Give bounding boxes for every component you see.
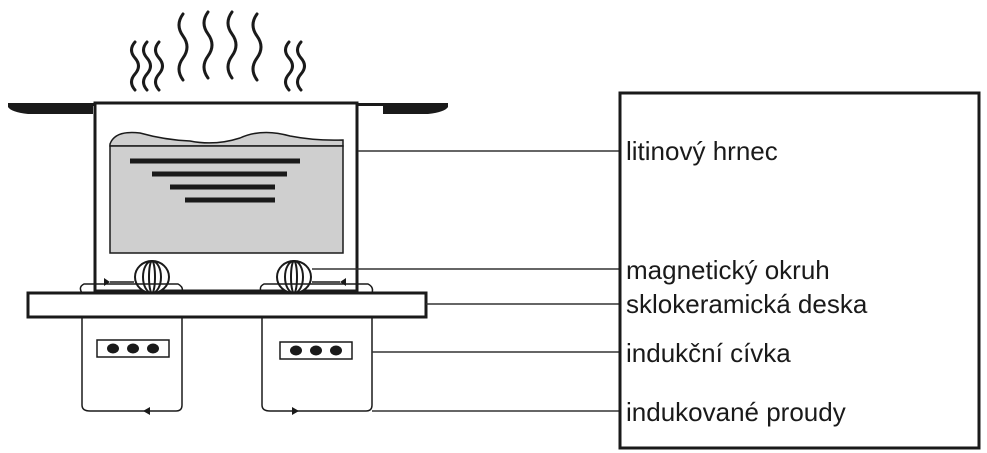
- label-induced-currents: indukované proudy: [626, 397, 846, 427]
- steam-wave: [142, 40, 152, 92]
- magnetic-circuit-loop-right: [276, 260, 312, 294]
- induction-coil-right: [279, 341, 353, 360]
- glass-ceramic-plate: [26, 291, 428, 319]
- induced-current-loop-right: [259, 283, 374, 412]
- steam-wave: [226, 10, 238, 80]
- induced-current-loop-left: [79, 283, 184, 412]
- steam-wave: [154, 40, 164, 92]
- steam-wave: [177, 12, 189, 82]
- label-cast-iron-pot: litinový hrnec: [626, 136, 778, 166]
- magnetic-circuit-loop-left: [134, 260, 170, 294]
- arrow-left-icon: [143, 407, 150, 415]
- steam-waves: [130, 10, 306, 92]
- induction-coil-left: [96, 339, 170, 358]
- label-magnetic-circuit: magnetický okruh: [626, 255, 830, 285]
- legend-box: [618, 91, 981, 450]
- steam-wave: [251, 12, 263, 82]
- label-glass-ceramic-plate: sklokeramická deska: [626, 289, 868, 319]
- arrow-right-icon: [292, 407, 299, 415]
- pot-contents-surface: [109, 131, 344, 147]
- steam-wave: [202, 10, 214, 80]
- steam-wave: [296, 40, 306, 92]
- steam-wave: [130, 40, 140, 92]
- steam-wave: [284, 40, 294, 92]
- label-induction-coil: indukční cívka: [626, 338, 791, 368]
- heat-stripes: [130, 158, 300, 203]
- leader-lines: [312, 150, 620, 412]
